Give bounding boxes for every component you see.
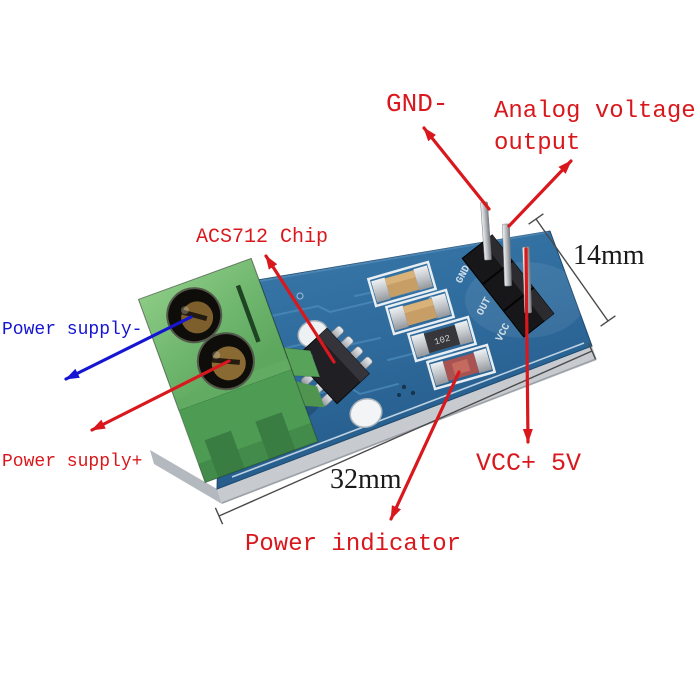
terminal-divider-slot	[235, 284, 261, 343]
dimension-line-14mm	[528, 213, 616, 327]
arrow-gnd	[422, 126, 491, 211]
dimension-line-32mm	[214, 342, 597, 525]
mounting-hole-bottom	[349, 398, 383, 428]
power-led	[425, 343, 497, 391]
arrow-analog-output	[507, 159, 573, 228]
pcb-side-edge	[217, 346, 597, 504]
gnd-label: GND-	[386, 89, 449, 119]
resistor-marking: 102	[433, 333, 451, 347]
terminal-screw-1	[166, 287, 223, 344]
analog-voltage-output-label: Analog voltage output	[494, 98, 696, 157]
pin-out	[502, 223, 512, 287]
arrow-acs712-chip	[264, 254, 336, 364]
smd-capacitor-2	[384, 288, 456, 336]
acs712-chip-label: ACS712 Chip	[196, 226, 329, 249]
arrow-power-supply-plus	[90, 359, 231, 432]
arrow-power-indicator	[389, 370, 461, 521]
smd-capacitor-1	[366, 260, 438, 308]
vcc-5v-label: VCC+ 5V	[476, 449, 582, 478]
arrow-power-supply-minus	[64, 315, 193, 381]
silkscreen-border-line	[231, 342, 585, 478]
dimension-14mm-label: 14mm	[573, 240, 645, 271]
terminal-block	[137, 257, 325, 484]
arrow-vcc	[522, 247, 533, 444]
power-indicator-label: Power indicator	[245, 531, 462, 558]
power-supply-minus-label: Power supply-	[2, 320, 143, 340]
smd-resistor: 102	[406, 315, 478, 363]
power-supply-plus-label: Power supply+	[2, 452, 143, 472]
dimension-32mm-label: 32mm	[330, 464, 402, 495]
pcb-side-edge-left	[150, 450, 222, 504]
